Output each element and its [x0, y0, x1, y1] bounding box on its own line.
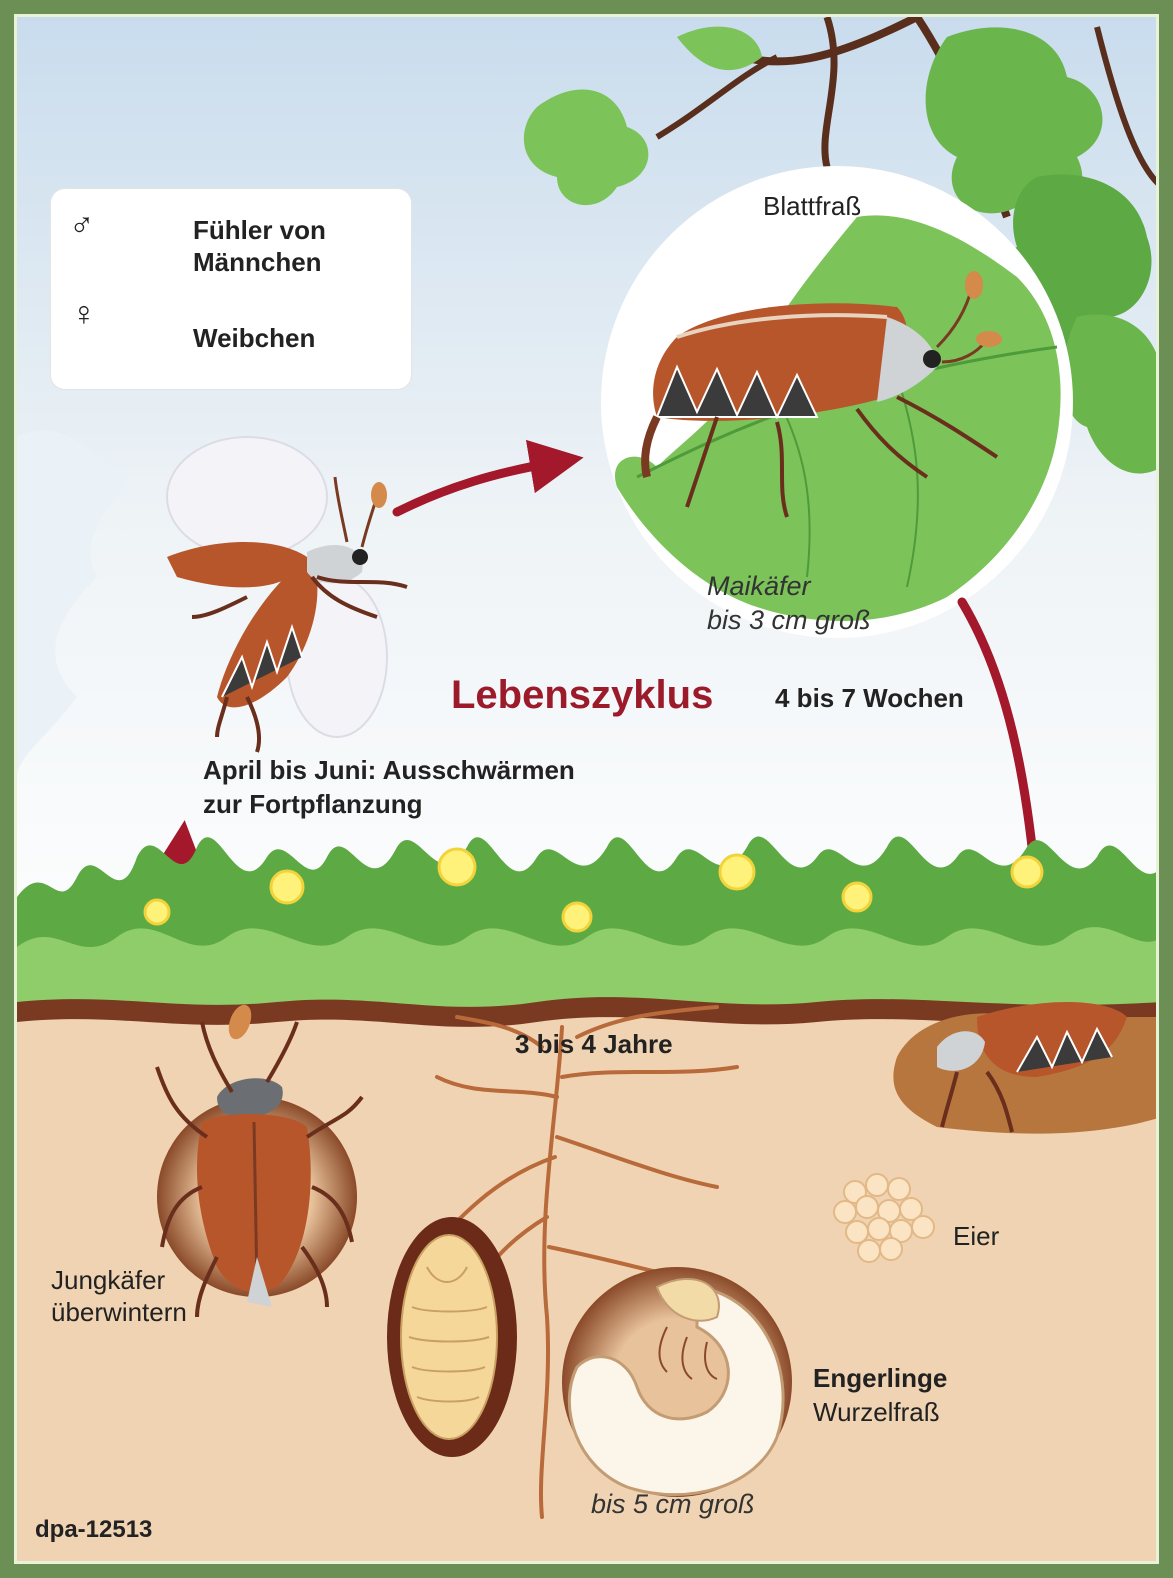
- label-maikaefer: Maikäfer: [707, 569, 811, 603]
- label-swarming-line1: April bis Juni: Ausschwärmen: [203, 753, 575, 787]
- leaf-feeding-circle: [603, 168, 1071, 636]
- label-years: 3 bis 4 Jahre: [515, 1027, 673, 1061]
- legend-female-label: Weibchen: [193, 321, 315, 355]
- label-maikaefer-size: bis 3 cm groß: [707, 603, 871, 637]
- label-root-feeding: Wurzelfraß: [813, 1395, 940, 1429]
- credit: dpa-12513: [35, 1513, 152, 1547]
- diagram-title: Lebenszyklus: [451, 673, 713, 718]
- grub-hole: [562, 1267, 792, 1497]
- label-leaf-feeding: Blattfraß: [763, 189, 861, 223]
- legend-male-line1: Fühler von: [193, 213, 326, 247]
- pupa: [387, 1217, 517, 1457]
- label-grub-size: bis 5 cm groß: [591, 1487, 755, 1521]
- life-cycle-diagram: ♂ ♀ Fühler von Männchen Weibchen Blattfr…: [14, 14, 1159, 1564]
- label-grubs: Engerlinge: [813, 1361, 947, 1395]
- male-symbol: ♂: [69, 207, 95, 241]
- legend-male-line2: Männchen: [193, 245, 322, 279]
- label-swarming-line2: zur Fortpflanzung: [203, 787, 423, 821]
- label-young-beetles-line2: überwintern: [51, 1295, 187, 1329]
- female-symbol: ♀: [71, 297, 97, 331]
- diagram-subtitle: 4 bis 7 Wochen: [775, 683, 964, 714]
- label-young-beetles-line1: Jungkäfer: [51, 1263, 165, 1297]
- label-eggs: Eier: [953, 1219, 999, 1253]
